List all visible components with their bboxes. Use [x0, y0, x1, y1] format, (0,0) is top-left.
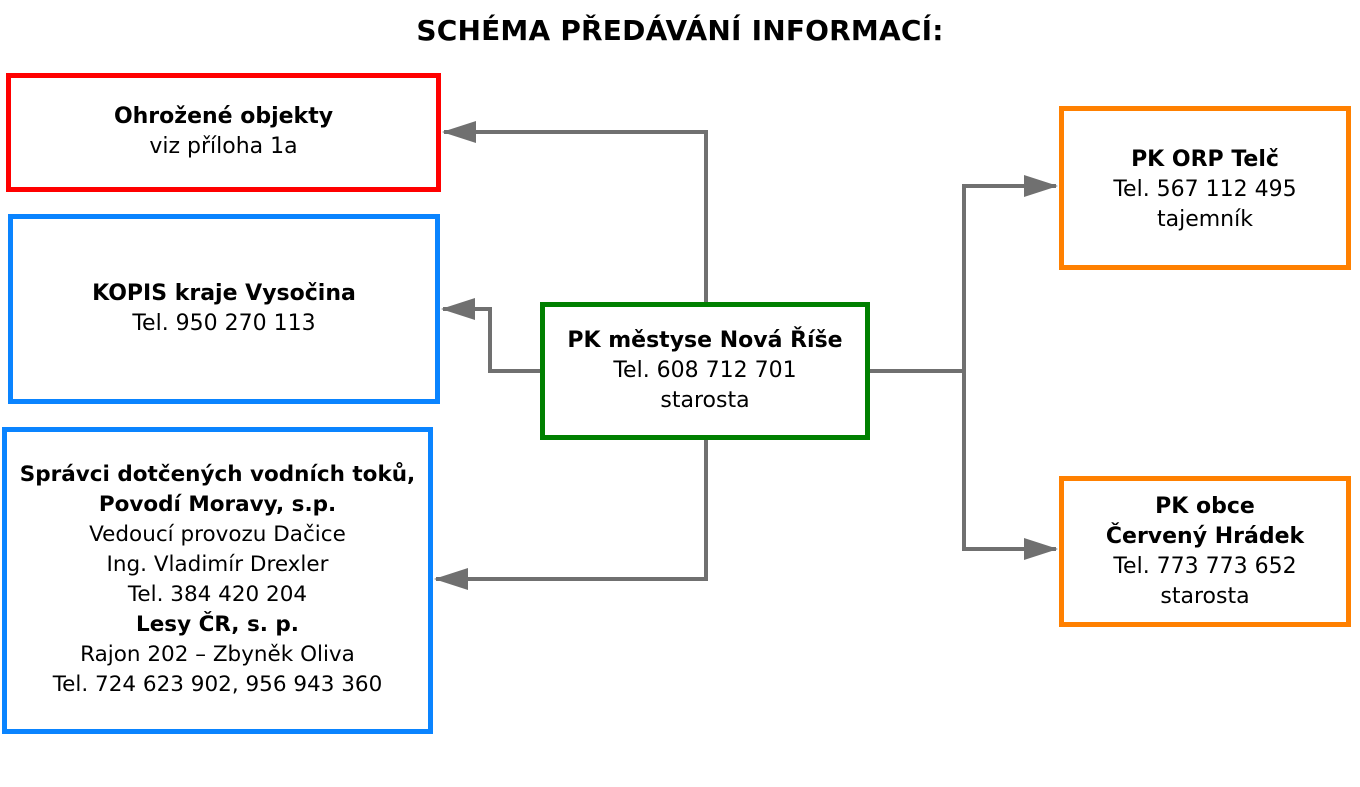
arrow-to-kopis: [441, 298, 540, 373]
node-obce-name-line2: Červený Hrádek: [1105, 523, 1305, 549]
node-orp-telc: PK ORP Telč Tel. 567 112 495 tajemník: [1059, 106, 1351, 270]
node-spravci-role: Vedoucí provozu Dačice: [89, 522, 346, 547]
node-obce-cerveny-hradek: PK obce Červený Hrádek Tel. 773 773 652 …: [1059, 476, 1351, 627]
node-spravci-phone: Tel. 384 420 204: [127, 582, 308, 607]
node-obce-name-line1: PK obce: [1155, 493, 1255, 519]
node-center-name: PK městyse Nová Říše: [567, 328, 843, 353]
node-center-role: starosta: [660, 388, 750, 413]
arrow-to-ohrozene: [442, 121, 708, 302]
node-lesy-name: Lesy ČR, s. p.: [136, 612, 299, 637]
node-kopis-phone: Tel. 950 270 113: [132, 311, 316, 336]
diagram-title: SCHÉMA PŘEDÁVÁNÍ INFORMACÍ:: [416, 14, 944, 47]
node-lesy-phone: Tel. 724 623 902, 956 943 360: [52, 672, 383, 697]
node-ohrozene-name: Ohrožené objekty: [113, 104, 334, 129]
node-spravci-name-line1: Správci dotčených vodních toků,: [19, 462, 416, 487]
node-center-phone: Tel. 608 712 701: [613, 358, 797, 383]
node-orp-name: PK ORP Telč: [1131, 147, 1279, 172]
node-kopis: KOPIS kraje Vysočina Tel. 950 270 113: [8, 214, 440, 404]
arrow-to-spravci: [434, 440, 708, 590]
node-obce-role: starosta: [1160, 583, 1250, 609]
node-orp-role: tajemník: [1157, 207, 1253, 232]
node-lesy-contact: Rajon 202 – Zbyněk Oliva: [80, 642, 355, 667]
node-ohrozene-detail: viz příloha 1a: [149, 134, 298, 159]
node-kopis-name: KOPIS kraje Vysočina: [92, 281, 356, 306]
node-spravci-person: Ing. Vladimír Drexler: [106, 552, 329, 577]
node-spravci-vodnich-toku: Správci dotčených vodních toků, Povodí M…: [2, 427, 433, 734]
node-spravci-name-line2: Povodí Moravy, s.p.: [98, 492, 337, 517]
node-center-nova-rise: PK městyse Nová Říše Tel. 608 712 701 st…: [540, 302, 870, 440]
node-ohrozene-objekty: Ohrožené objekty viz příloha 1a: [6, 73, 441, 192]
node-orp-phone: Tel. 567 112 495: [1113, 177, 1297, 202]
node-obce-phone: Tel. 773 773 652: [1113, 553, 1297, 579]
